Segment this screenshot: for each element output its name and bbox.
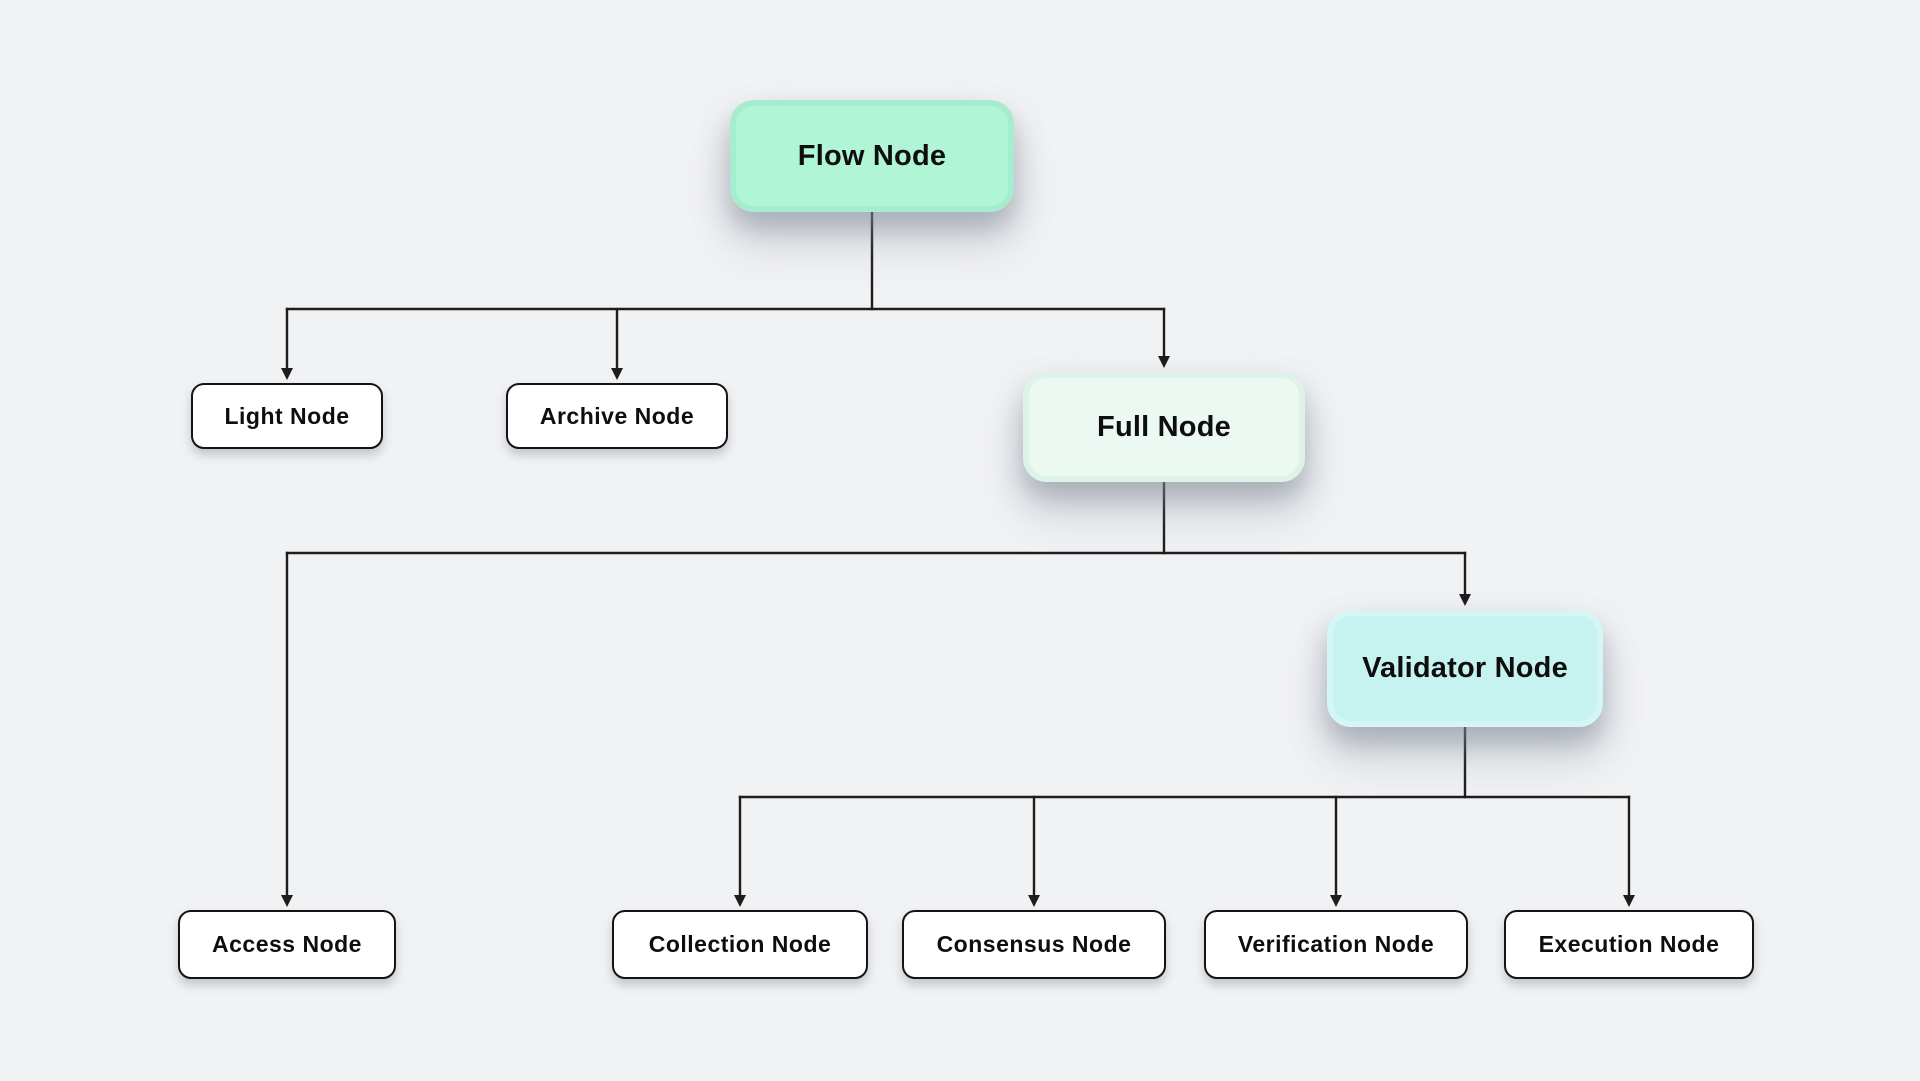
node-execution: Execution Node <box>1504 910 1754 979</box>
node-verification-label: Verification Node <box>1237 931 1435 957</box>
node-light-label: Light Node <box>224 402 350 429</box>
node-verification: Verification Node <box>1204 910 1468 979</box>
arrowhead-consensus-icon <box>1028 895 1040 907</box>
node-consensus-label: Consensus Node <box>936 931 1132 957</box>
node-execution-label: Execution Node <box>1538 931 1720 957</box>
node-access-label: Access Node <box>212 931 362 957</box>
arrowhead-collection-icon <box>734 895 746 907</box>
node-full: Full Node <box>1023 372 1305 482</box>
arrowhead-access-icon <box>281 895 293 907</box>
node-archive: Archive Node <box>506 383 728 449</box>
node-flow-label: Flow Node <box>797 139 947 172</box>
node-archive-label: Archive Node <box>539 402 695 429</box>
node-access: Access Node <box>178 910 396 979</box>
node-light: Light Node <box>191 383 383 449</box>
node-consensus: Consensus Node <box>902 910 1166 979</box>
arrowhead-execution-icon <box>1623 895 1635 907</box>
arrowhead-archive-icon <box>611 368 623 380</box>
arrowhead-verification-icon <box>1330 895 1342 907</box>
node-validator-label: Validator Node <box>1362 652 1568 684</box>
node-collection-label: Collection Node <box>648 931 832 957</box>
node-full-label: Full Node <box>1097 410 1231 443</box>
node-flow: Flow Node <box>730 100 1014 212</box>
arrowhead-light-icon <box>281 368 293 380</box>
node-validator: Validator Node <box>1327 610 1603 727</box>
arrowhead-validator-icon <box>1459 594 1471 606</box>
node-collection: Collection Node <box>612 910 868 979</box>
arrowhead-full-icon <box>1158 356 1170 368</box>
